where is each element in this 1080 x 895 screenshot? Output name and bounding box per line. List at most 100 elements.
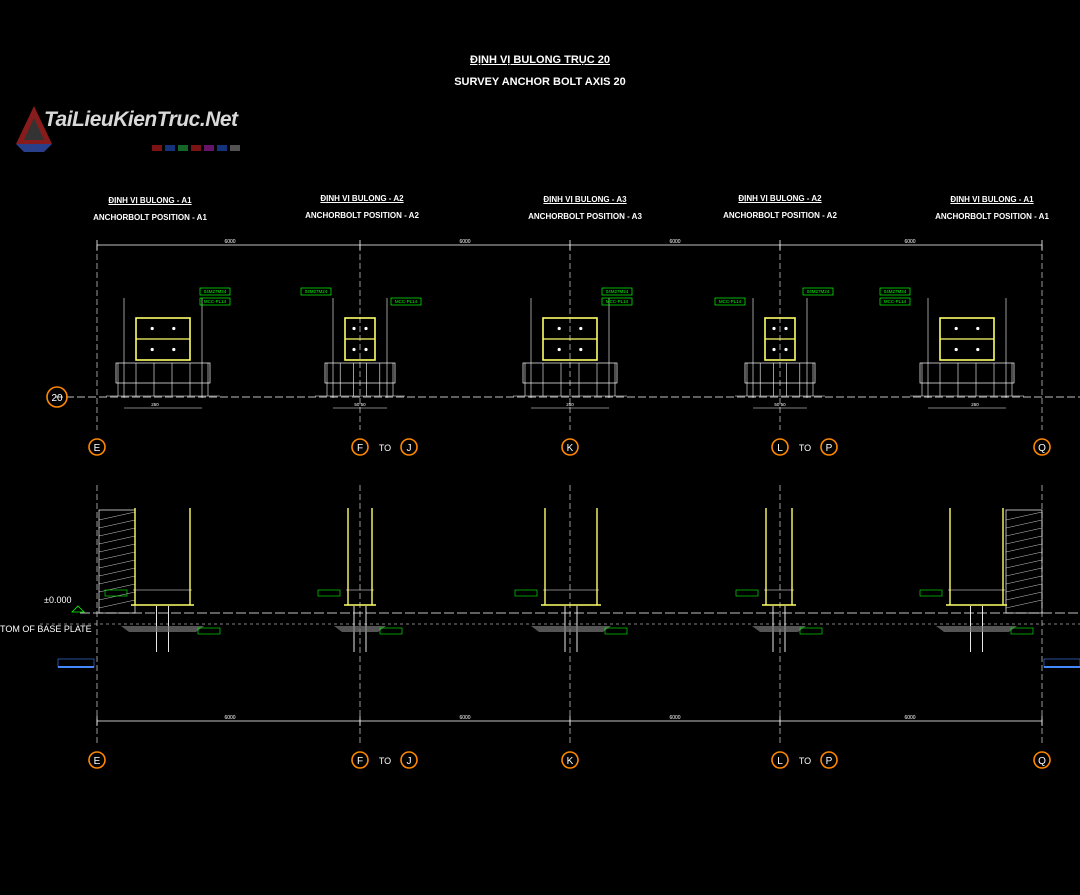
grid-bubble-E-label: E xyxy=(94,756,101,767)
anchor-bolt xyxy=(784,347,788,352)
bolt-tag-text: 04M27M24 xyxy=(305,289,328,294)
elev-tag-box xyxy=(197,627,221,635)
wall-hatch xyxy=(98,583,136,593)
wall-hatch xyxy=(1005,575,1043,585)
grid-bubble-K xyxy=(561,438,579,456)
elev-tag-box xyxy=(919,589,943,597)
axis-bubble-label: 20 xyxy=(51,393,63,404)
bolt-tag-text: 04M27M24 xyxy=(204,289,227,294)
detail-title-vi: ĐỊNH VỊ BULONG - A1 xyxy=(108,196,192,205)
anchor-bolt xyxy=(150,326,154,331)
dimension-text: 250 xyxy=(151,402,159,407)
grid-bubble-Q-label: Q xyxy=(1038,443,1046,454)
anchor-bolt xyxy=(364,347,368,352)
anchor-bolt xyxy=(364,326,368,331)
grid-bubble-E-label: E xyxy=(94,443,101,454)
plate-tag-text: MCC-PL14 xyxy=(719,299,742,304)
detail-title-3: ĐỊNH VỊ BULONG - A3 ANCHORBOLT POSITION … xyxy=(485,195,685,221)
wall-hatch xyxy=(1005,535,1043,545)
grid-bubble-J-label: J xyxy=(407,756,412,767)
pedestal-outline xyxy=(115,362,211,384)
detail-title-2: ĐỊNH VỊ BULONG - A2 ANCHORBOLT POSITION … xyxy=(262,194,462,220)
dimension-text: 6000 xyxy=(904,715,915,721)
grid-bubble-Q xyxy=(1033,438,1051,456)
grid-bubble-J xyxy=(400,438,418,456)
wall-hatch xyxy=(98,511,136,521)
logo-dot xyxy=(178,145,188,151)
axis-bubble xyxy=(46,386,68,408)
wall-hatch xyxy=(98,599,136,609)
elevation-label: ±0.000 xyxy=(44,595,72,605)
anchor-bolt xyxy=(557,326,561,331)
anchor-bolt xyxy=(352,326,356,331)
pedestal-outline xyxy=(744,362,816,384)
bolt-tag-text: 04M27M24 xyxy=(807,289,830,294)
detail-title-5: ĐỊNH VỊ BULONG - A1 ANCHORBOLT POSITION … xyxy=(892,195,1080,221)
wall-hatch xyxy=(1005,551,1043,561)
grout-pad xyxy=(531,626,611,632)
detail-title-vi: ĐỊNH VỊ BULONG - A3 xyxy=(543,195,627,204)
detail-title-vi: ĐỊNH VỊ BULONG - A1 xyxy=(950,195,1034,204)
wall-section xyxy=(1005,509,1043,614)
anchor-bolt xyxy=(976,326,980,331)
grid-bubble-Q-label: Q xyxy=(1038,756,1046,767)
logo-dot xyxy=(191,145,201,151)
grid-bubble-L-label: L xyxy=(777,756,783,767)
grout-pad xyxy=(936,626,1017,632)
anchor-bolt xyxy=(579,347,583,352)
elev-tag-box xyxy=(1010,627,1034,635)
grout-pad xyxy=(121,626,204,632)
drawing-title: ĐỊNH VỊ BULONG TRỤC 20 xyxy=(470,54,610,66)
drawing-subtitle: SURVEY ANCHOR BOLT AXIS 20 xyxy=(454,76,626,88)
plate-tag-box xyxy=(714,297,746,306)
grid-bubble-L xyxy=(771,751,789,769)
wall-hatch xyxy=(1005,511,1043,521)
to-label: TO xyxy=(799,443,811,453)
base-plate-label: TOM OF BASE PLATE xyxy=(0,624,92,634)
pedestal-outline xyxy=(919,362,1015,384)
section-arrow-left xyxy=(57,658,95,668)
plate-tag-text: MCC-PL14 xyxy=(884,299,907,304)
bolt-tag-text: 04M27M24 xyxy=(606,289,629,294)
grid-bubble-K xyxy=(561,751,579,769)
logo-dot xyxy=(152,145,162,151)
anchor-bolt xyxy=(772,347,776,352)
grid-bubble-E xyxy=(88,438,106,456)
anchor-bolt xyxy=(954,326,958,331)
wall-hatch xyxy=(1005,519,1043,529)
grid-bubble-F xyxy=(351,438,369,456)
plate-tag-box xyxy=(199,297,231,306)
to-label: TO xyxy=(379,443,391,453)
elev-tag-box xyxy=(379,627,403,635)
elev-tag-box xyxy=(514,589,538,597)
wall-hatch xyxy=(98,519,136,529)
dimension-text: 50 50 xyxy=(354,402,366,407)
grid-bubble-F-label: F xyxy=(357,443,363,454)
elev-tag-box xyxy=(317,589,341,597)
wall-hatch xyxy=(1005,559,1043,569)
logo-dot xyxy=(230,145,240,151)
logo-dots xyxy=(152,138,243,156)
bolt-tag-box xyxy=(879,287,911,296)
elev-tag-box xyxy=(735,589,759,597)
anchor-bolt xyxy=(976,347,980,352)
dimension-text: 6000 xyxy=(904,239,915,245)
logo-text: TaiLieuKienTruc.Net xyxy=(44,108,238,131)
grid-bubble-L xyxy=(771,438,789,456)
section-arrow-right xyxy=(1043,658,1080,668)
watermark-logo: TaiLieuKienTruc.Net xyxy=(14,100,264,160)
bolt-tag-box xyxy=(802,287,834,296)
detail-title-en: ANCHORBOLT POSITION - A2 xyxy=(723,211,837,220)
wall-hatch xyxy=(98,575,136,585)
detail-title-en: ANCHORBOLT POSITION - A1 xyxy=(93,213,207,222)
plate-tag-box xyxy=(601,297,633,306)
wall-hatch xyxy=(1005,599,1043,609)
anchor-bolt xyxy=(172,347,176,352)
elev-tag-box xyxy=(104,589,128,597)
bolt-tag-text: 04M27M24 xyxy=(884,289,907,294)
grid-bubble-E xyxy=(88,751,106,769)
dimension-text: 250 xyxy=(971,402,979,407)
logo-dot xyxy=(217,145,227,151)
dimension-text: 50 50 xyxy=(774,402,786,407)
dimension-text: 6000 xyxy=(459,715,470,721)
